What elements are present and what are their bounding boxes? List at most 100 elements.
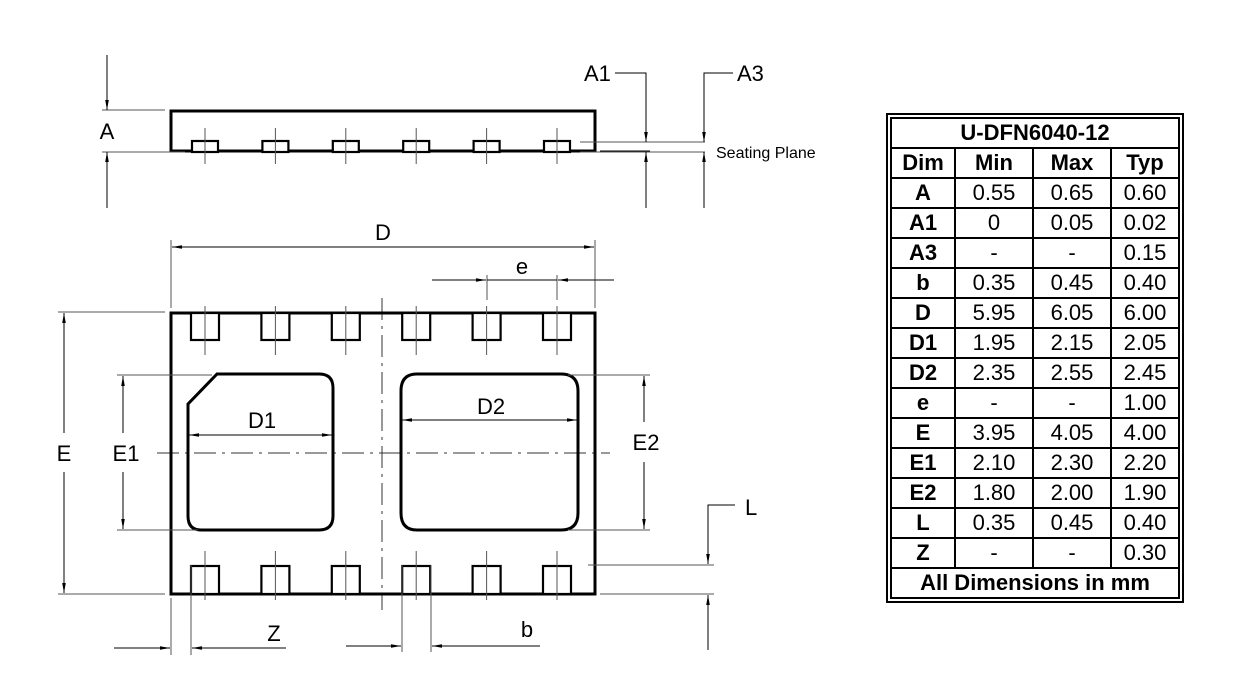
table-row: A3--0.15: [890, 237, 1180, 269]
cell-dim: e: [890, 387, 956, 419]
header-typ: Typ: [1110, 147, 1180, 179]
label-A: A: [100, 119, 115, 144]
cell-typ: 0.40: [1110, 267, 1180, 299]
cell-min: 0: [954, 207, 1034, 239]
table-title-row: U-DFN6040-12: [890, 117, 1180, 149]
side-view: A A1 A3 Seating Plane: [100, 55, 816, 208]
table-title: U-DFN6040-12: [890, 117, 1180, 149]
cell-typ: 2.45: [1110, 357, 1180, 389]
cell-max: 0.65: [1032, 177, 1112, 209]
cell-typ: 6.00: [1110, 297, 1180, 329]
cell-typ: 4.00: [1110, 417, 1180, 449]
label-Z: Z: [267, 621, 280, 646]
cell-min: -: [954, 537, 1034, 569]
cell-dim: L: [890, 507, 956, 539]
cell-dim: A3: [890, 237, 956, 269]
cell-min: 0.35: [954, 267, 1034, 299]
cell-max: 0.05: [1032, 207, 1112, 239]
cell-dim: E: [890, 417, 956, 449]
cell-dim: E1: [890, 447, 956, 479]
cell-dim: D: [890, 297, 956, 329]
cell-max: 2.15: [1032, 327, 1112, 359]
header-dim: Dim: [890, 147, 956, 179]
label-L: L: [745, 495, 757, 520]
cell-dim: b: [890, 267, 956, 299]
cell-dim: D1: [890, 327, 956, 359]
cell-min: -: [954, 237, 1034, 269]
cell-min: 3.95: [954, 417, 1034, 449]
side-view-terminals: [190, 128, 572, 164]
label-D2: D2: [477, 394, 505, 419]
label-D1: D1: [248, 408, 276, 433]
top-row-pads: [189, 306, 573, 355]
cell-max: -: [1032, 237, 1112, 269]
table-row: Z--0.30: [890, 537, 1180, 569]
cell-min: 2.35: [954, 357, 1034, 389]
exposed-pad-2: [399, 372, 580, 532]
table-header-row: Dim Min Max Typ: [890, 147, 1180, 179]
header-min: Min: [954, 147, 1034, 179]
cell-max: 4.05: [1032, 417, 1112, 449]
cell-max: 6.05: [1032, 297, 1112, 329]
header-max: Max: [1032, 147, 1112, 179]
label-E2: E2: [633, 430, 660, 455]
cell-max: 2.30: [1032, 447, 1112, 479]
label-D: D: [375, 220, 391, 245]
bottom-view-body: [169, 311, 597, 596]
bottom-view: D e D1 D2 E: [57, 220, 757, 655]
cell-max: -: [1032, 537, 1112, 569]
label-b: b: [521, 617, 533, 642]
cell-max: 2.00: [1032, 477, 1112, 509]
cell-min: 2.10: [954, 447, 1034, 479]
cell-dim: A: [890, 177, 956, 209]
table-row: e--1.00: [890, 387, 1180, 419]
cell-typ: 0.60: [1110, 177, 1180, 209]
cell-max: 0.45: [1032, 507, 1112, 539]
cell-max: -: [1032, 387, 1112, 419]
label-A1: A1: [584, 61, 611, 86]
cell-max: 0.45: [1032, 267, 1112, 299]
bottom-row-pads: [189, 551, 573, 600]
cell-typ: 0.15: [1110, 237, 1180, 269]
cell-dim: A1: [890, 207, 956, 239]
label-seating-plane: Seating Plane: [716, 145, 816, 162]
cell-dim: E2: [890, 477, 956, 509]
label-E: E: [57, 441, 72, 466]
cell-min: 0.35: [954, 507, 1034, 539]
cell-typ: 2.20: [1110, 447, 1180, 479]
cell-dim: Z: [890, 537, 956, 569]
cell-dim: D2: [890, 357, 956, 389]
label-e: e: [516, 254, 528, 279]
label-A3: A3: [737, 61, 764, 86]
cell-min: -: [954, 387, 1034, 419]
cell-typ: 0.40: [1110, 507, 1180, 539]
cell-typ: 0.30: [1110, 537, 1180, 569]
cell-max: 2.55: [1032, 357, 1112, 389]
cell-min: 1.95: [954, 327, 1034, 359]
side-view-body: [169, 109, 597, 153]
cell-min: 0.55: [954, 177, 1034, 209]
exposed-pad-1: [186, 372, 335, 532]
cell-min: 5.95: [954, 297, 1034, 329]
label-E1: E1: [113, 441, 140, 466]
cell-typ: 1.90: [1110, 477, 1180, 509]
table-footer: All Dimensions in mm: [890, 567, 1180, 599]
package-outline-drawing: A A1 A3 Seating Plane D e: [57, 55, 816, 655]
table-footer-row: All Dimensions in mm: [890, 567, 1180, 599]
cell-typ: 0.02: [1110, 207, 1180, 239]
cell-typ: 1.00: [1110, 387, 1180, 419]
cell-min: 1.80: [954, 477, 1034, 509]
cell-typ: 2.05: [1110, 327, 1180, 359]
